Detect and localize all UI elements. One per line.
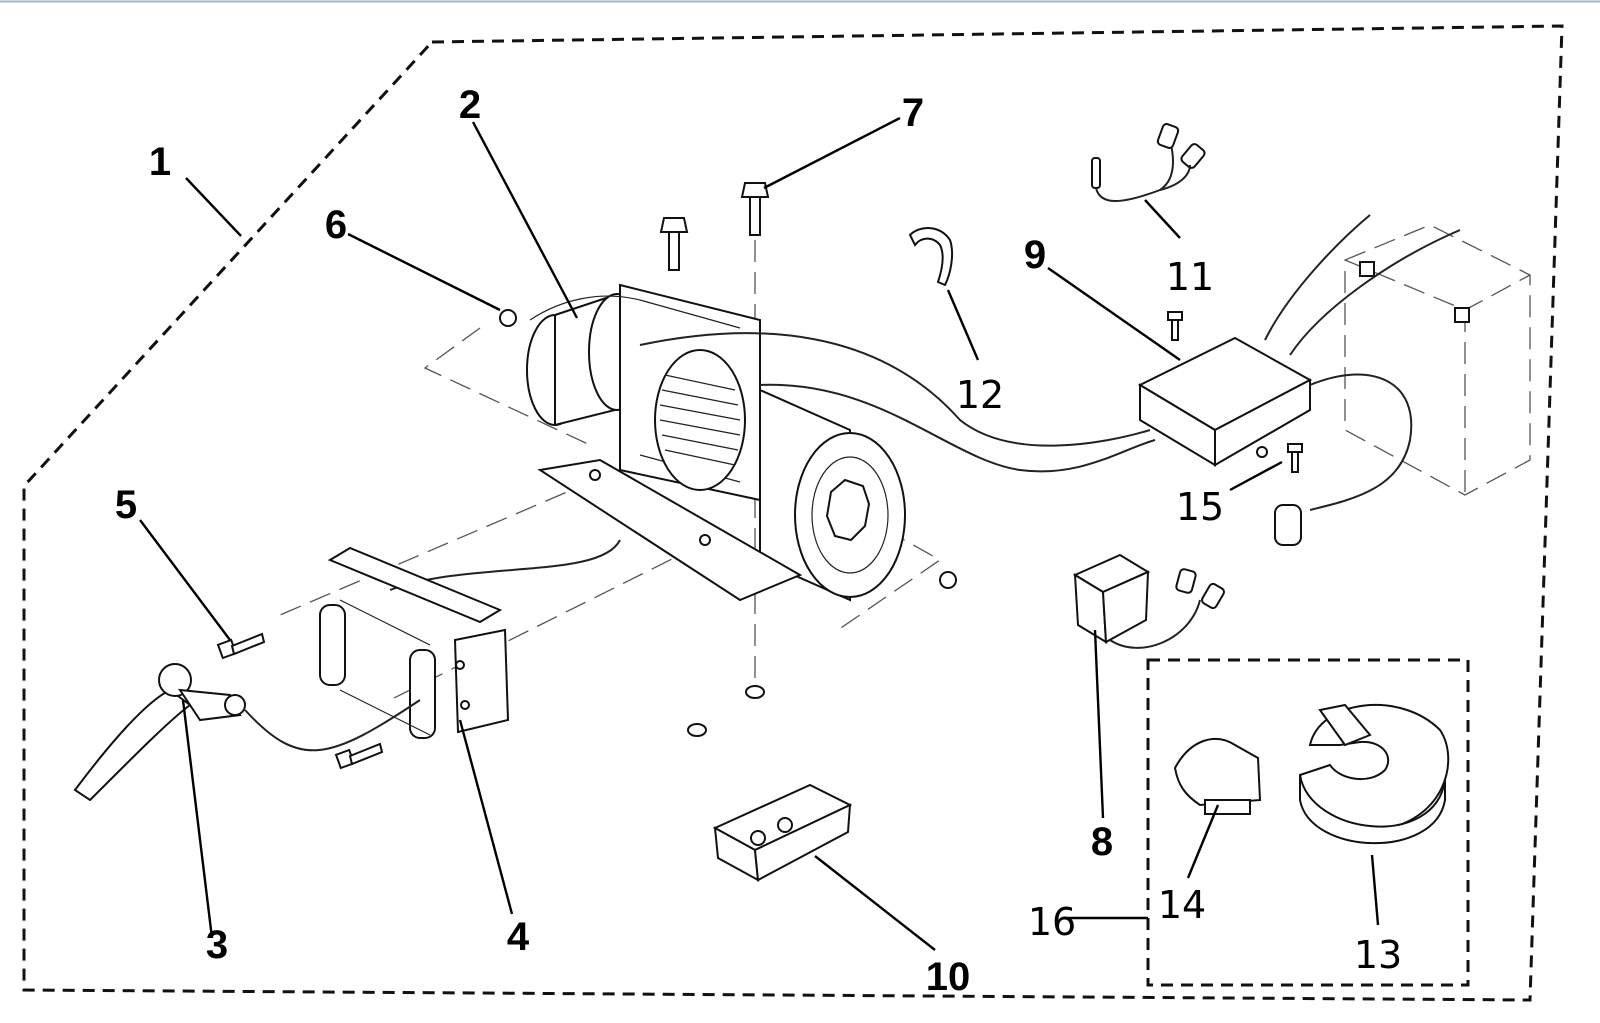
- callout-6: 6: [325, 203, 347, 247]
- callout-1: 1: [149, 140, 171, 184]
- bolt-part-5: [216, 632, 266, 660]
- screw-part-15b: [1287, 443, 1303, 473]
- callout-10: 10: [926, 955, 971, 999]
- remote-holder: [712, 783, 853, 882]
- leader-7: [763, 116, 901, 190]
- power-cable-1: [639, 332, 1151, 447]
- guide-piece-base: [1204, 799, 1251, 815]
- callout-3: 3: [206, 923, 228, 967]
- accessory-kit-boundary: [1146, 658, 1470, 987]
- leader-10: [814, 855, 936, 951]
- leader-3: [181, 699, 214, 939]
- screw-part-15: [1167, 311, 1183, 341]
- wire-harness-11: [1091, 123, 1206, 202]
- leader-12: [946, 289, 980, 361]
- roller-fairlead: [319, 546, 510, 739]
- leader-9: [1047, 267, 1181, 361]
- bolt-part-7: [740, 182, 770, 236]
- cable-tie: [908, 227, 954, 287]
- cable-end-boot: [1274, 504, 1302, 546]
- callout-14: 14: [1158, 883, 1206, 927]
- nut-part-6c: [745, 685, 765, 699]
- contactor-box: [1137, 336, 1313, 467]
- callout-7: 7: [902, 91, 924, 135]
- callout-16: 16: [1028, 900, 1076, 944]
- callout-11: 11: [1166, 255, 1214, 299]
- callout-5: 5: [115, 483, 137, 527]
- rocker-switch: [1072, 553, 1225, 649]
- callout-12: 12: [956, 373, 1004, 417]
- leader-2: [471, 121, 579, 319]
- leader-13: [1370, 854, 1380, 926]
- callout-13: 13: [1354, 933, 1402, 977]
- leader-14: [1186, 804, 1220, 879]
- bolt-axis-right: [389, 544, 701, 701]
- leader-11: [1144, 199, 1181, 239]
- bolt-axis-left: [279, 479, 596, 616]
- power-cable-2: [759, 383, 1156, 473]
- callout-2: 2: [459, 83, 481, 127]
- bolt-part-7b: [659, 217, 689, 271]
- leader-8: [1093, 629, 1105, 819]
- nut-part-6b: [939, 571, 957, 589]
- callout-15: 15: [1176, 485, 1224, 529]
- mounting-plane-lines-2: [689, 419, 942, 633]
- cable-stopper-disc: [1298, 703, 1450, 845]
- leader-4: [458, 719, 514, 915]
- guide-piece: [1173, 737, 1262, 807]
- leader-15: [1229, 460, 1283, 492]
- hook-and-strap: [73, 663, 421, 802]
- ground-cable: [1309, 373, 1413, 511]
- bolt-part-5b: [334, 742, 384, 770]
- leader-5: [139, 519, 231, 641]
- winch-assembly: [526, 283, 906, 602]
- callout-4: 4: [507, 915, 530, 959]
- nut-part-6: [499, 309, 517, 327]
- kit-boundary-outline: [22, 24, 1564, 1002]
- nut-part-6d: [687, 723, 707, 737]
- callout-8: 8: [1091, 820, 1113, 864]
- callout-9: 9: [1024, 233, 1046, 277]
- mounting-plane-lines: [423, 327, 591, 446]
- battery-outline: [1264, 214, 1531, 496]
- leader-6: [347, 232, 501, 312]
- leader-1: [185, 177, 242, 237]
